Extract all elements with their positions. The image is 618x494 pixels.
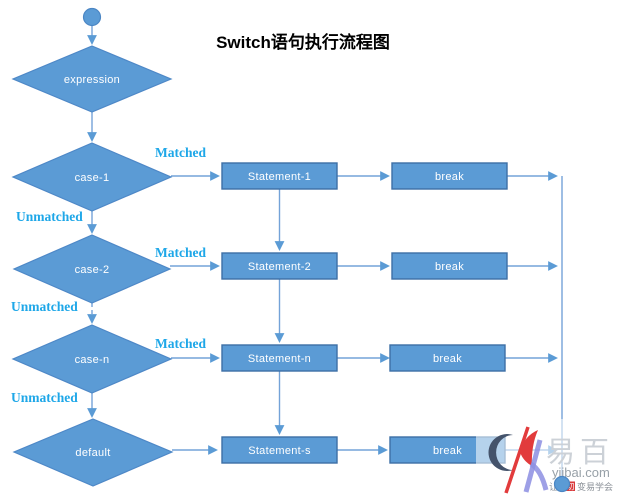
- node-break-3: break: [389, 344, 506, 372]
- watermark-red-hook-icon: [520, 430, 538, 466]
- watermark-purple-leg-icon: [529, 461, 549, 491]
- statement1-label: Statement-1: [248, 171, 311, 183]
- watermark-slogan-suffix: 变易学会: [577, 481, 613, 492]
- break3-label: break: [433, 353, 462, 365]
- matched-label-2: Matched: [155, 245, 206, 260]
- unmatched-label-2: Unmatched: [11, 299, 78, 314]
- watermark-red-slash-icon: [504, 426, 530, 494]
- break1-box-shape: [391, 162, 508, 190]
- node-case-1: case-1: [11, 142, 173, 212]
- node-case-2: case-2: [12, 234, 172, 304]
- default-label: default: [75, 447, 110, 459]
- statements-box-shape: [221, 436, 338, 464]
- statement2-label: Statement-2: [248, 261, 311, 273]
- statementn-box-shape: [221, 344, 338, 372]
- casen-diamond-shape: [11, 324, 173, 394]
- node-statement-s: Statement-s: [221, 436, 338, 464]
- node-default: default: [12, 418, 174, 487]
- default-diamond-shape: [12, 418, 174, 487]
- watermark: 易百 yiibai.com 让一 切 变易学会: [476, 419, 618, 494]
- watermark-crescent-icon: [488, 434, 513, 471]
- break2-box-shape: [391, 252, 508, 280]
- break1-label: break: [435, 171, 464, 183]
- case2-label: case-2: [75, 264, 110, 276]
- statementn-label: Statement-n: [248, 353, 311, 365]
- expression-diamond-shape: [11, 45, 173, 113]
- node-break-2: break: [391, 252, 508, 280]
- break4-label: break: [433, 445, 462, 457]
- watermark-slogan-highlight: 切: [567, 483, 575, 492]
- matched-label-1: Matched: [155, 145, 206, 160]
- expression-label: expression: [64, 74, 120, 86]
- statement1-box-shape: [221, 162, 338, 190]
- node-case-n: case-n: [11, 324, 173, 394]
- watermark-domain: yiibai.com: [552, 465, 610, 480]
- unmatched-label-1: Unmatched: [16, 209, 83, 224]
- page-title: Switch语句执行流程图: [216, 32, 390, 52]
- node-statement-2: Statement-2: [221, 252, 338, 280]
- start-node: [82, 7, 102, 27]
- node-expression: expression: [11, 45, 173, 113]
- watermark-slogan-highlight-box: [565, 481, 575, 491]
- statement2-box-shape: [221, 252, 338, 280]
- unmatched-label-3: Unmatched: [11, 390, 78, 405]
- statements-label: Statement-s: [248, 445, 311, 457]
- case1-label: case-1: [75, 172, 110, 184]
- node-statement-1: Statement-1: [221, 162, 338, 190]
- end-node: [553, 475, 571, 493]
- break3-box-shape: [389, 344, 506, 372]
- case2-diamond-shape: [12, 234, 172, 304]
- node-break-1: break: [391, 162, 508, 190]
- node-statement-n: Statement-n: [221, 344, 338, 372]
- casen-label: case-n: [75, 354, 110, 366]
- break2-label: break: [435, 261, 464, 273]
- case1-diamond-shape: [11, 142, 173, 212]
- matched-label-3: Matched: [155, 336, 206, 351]
- watermark-brand: 易百: [546, 437, 614, 469]
